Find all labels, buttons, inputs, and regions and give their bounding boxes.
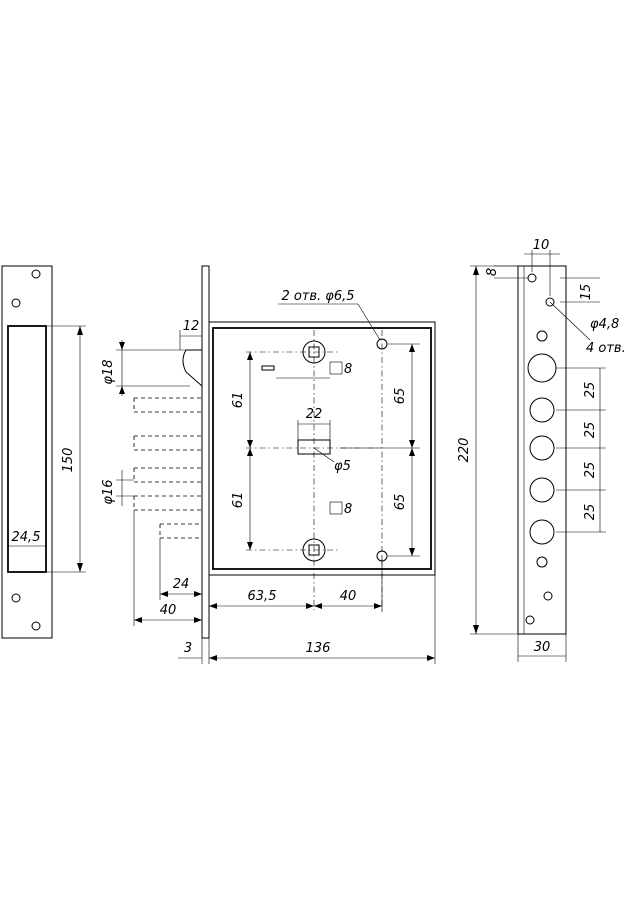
faceplate-front-view: 10 8 15 φ4,8 4 отв. 220 25 25 25 25 3 <box>457 238 626 662</box>
dim-spindle-width: 22 <box>306 407 323 422</box>
strike-plate-view: 150 24,5 <box>1 265 86 639</box>
dim-front-pitch-4: 25 <box>583 504 598 521</box>
dim-faceplate-height: 220 <box>457 438 472 463</box>
strike-plate-outline <box>1 265 53 639</box>
faceplate-screw-bottom <box>525 615 535 625</box>
dim-front-top-offset: 8 <box>485 268 500 276</box>
latch-tongue <box>182 349 203 387</box>
dim-bolt-throw: 24 <box>173 577 190 592</box>
dim-bolt-diameter: φ16 <box>101 479 116 504</box>
lock-body-view: φ18 12 φ16 2 <box>101 265 436 664</box>
faceplate-bolt-hole-4 <box>529 519 555 545</box>
dim-strike-height: 150 <box>61 448 76 473</box>
dim-bolt-extension: 40 <box>160 603 177 618</box>
dim-square-bottom: 8 <box>344 502 352 517</box>
dim-front-screw-pitch: 15 <box>579 284 594 301</box>
strike-hole-top-left <box>11 298 21 308</box>
dim-backset: 63,5 <box>248 589 277 604</box>
dim-front-hole-spacing: 10 <box>533 238 550 253</box>
lock-case-inner <box>212 327 432 570</box>
dim-keyhole-to-spindle-top: 61 <box>231 392 246 409</box>
indicator-mark <box>261 365 275 371</box>
dim-front-pitch-1: 25 <box>583 382 598 399</box>
dim-latch-projection: 12 <box>183 319 200 334</box>
handle-spindle-slot <box>297 439 331 455</box>
strike-hole-bottom-left <box>11 593 21 603</box>
dim-square-top: 8 <box>344 362 352 377</box>
dim-front-pitch-3: 25 <box>583 462 598 479</box>
lock-faceplate <box>201 265 210 639</box>
faceplate-bolt-hole-3 <box>529 477 555 503</box>
dim-front-pitch-2: 25 <box>583 422 598 439</box>
dim-pin-diameter: φ5 <box>334 459 351 474</box>
dim-strike-slot-width: 24,5 <box>12 530 41 545</box>
faceplate-bolt-hole-2 <box>529 435 555 461</box>
faceplate-bolt-hole-1 <box>529 397 555 423</box>
dim-mount-offset: 40 <box>340 589 357 604</box>
bolt-rods <box>133 397 202 539</box>
dim-latch-diameter: φ18 <box>101 359 116 384</box>
faceplate-outline <box>517 265 567 635</box>
dim-spindle-to-mount-top: 65 <box>393 388 408 405</box>
dim-faceplate-thickness: 3 <box>184 641 192 656</box>
dim-front-screw-count: 4 отв. <box>586 341 626 356</box>
strike-hole-top-right <box>31 269 41 279</box>
strike-plate-slot <box>7 325 47 573</box>
lock-case-outer <box>208 321 436 576</box>
faceplate-latch-opening <box>527 353 557 383</box>
faceplate-screw-top <box>527 273 537 283</box>
dim-spindle-to-mount-bottom: 65 <box>393 494 408 511</box>
dim-faceplate-width: 30 <box>534 640 551 655</box>
strike-hole-bottom-right <box>31 621 41 631</box>
dim-keyhole-to-spindle-bottom: 61 <box>231 492 246 509</box>
dim-front-screw-diameter: φ4,8 <box>590 317 619 332</box>
dim-lock-width: 136 <box>306 641 331 656</box>
dim-mount-holes: 2 отв. φ6,5 <box>281 289 354 304</box>
